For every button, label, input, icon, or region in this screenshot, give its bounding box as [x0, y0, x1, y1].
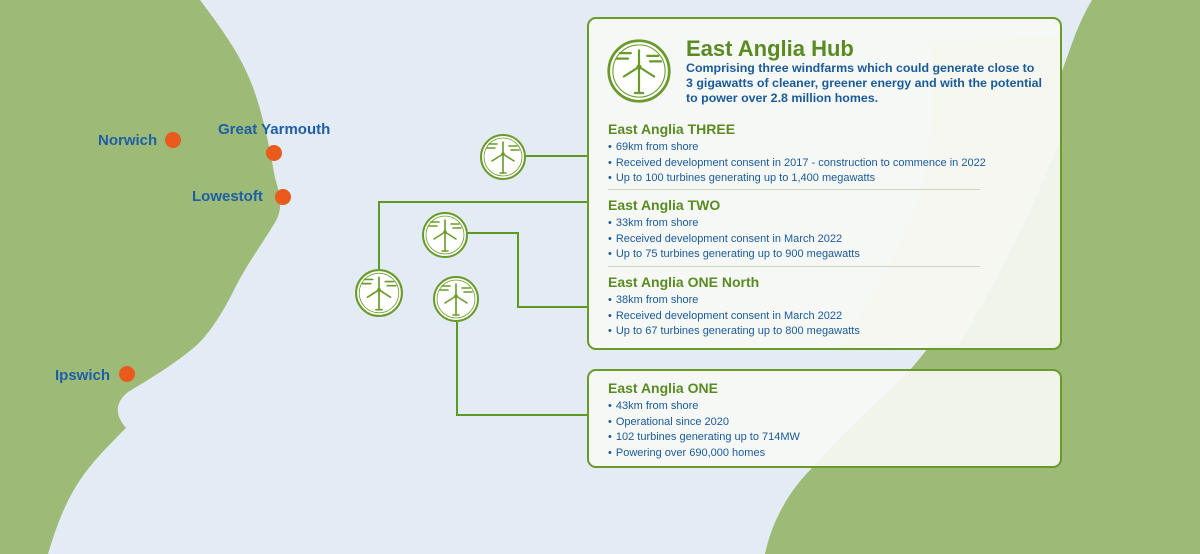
connector-one-h [456, 414, 588, 416]
farm-east-anglia-three: East Anglia THREE 69km from shore Receiv… [608, 121, 986, 187]
farm-title: East Anglia ONE North [608, 274, 760, 290]
place-label-lowestoft: Lowestoft [192, 188, 263, 205]
connector-one [456, 322, 458, 416]
farm-detail: 69km from shore [608, 140, 986, 156]
farm-detail: Received development consent in 2017 - c… [608, 156, 986, 172]
divider [608, 266, 980, 267]
farm-detail: Up to 67 turbines generating up to 800 m… [608, 324, 860, 340]
turbine-marker-three-icon [479, 133, 527, 181]
farm-east-anglia-one-north: East Anglia ONE North 38km from shore Re… [608, 274, 860, 340]
east-anglia-land [0, 0, 281, 554]
turbine-marker-one-north-icon [354, 268, 404, 318]
wind-turbine-icon [606, 38, 672, 104]
farm-detail: Received development consent in March 20… [608, 309, 860, 325]
town-dot-great-yarmouth [266, 145, 282, 161]
connector-one-north [467, 232, 519, 234]
farm-detail: 38km from shore [608, 293, 860, 309]
farm-detail: 102 turbines generating up to 714MW [608, 430, 800, 446]
farm-title: East Anglia ONE [608, 380, 718, 396]
connector-two [378, 201, 588, 203]
farm-detail: Powering over 690,000 homes [608, 446, 800, 462]
turbine-marker-one-icon [432, 275, 480, 323]
hub-title: East Anglia Hub [686, 36, 854, 61]
farm-east-anglia-one: East Anglia ONE 43km from shore Operatio… [608, 380, 800, 461]
farm-detail: 33km from shore [608, 216, 860, 232]
farm-detail: Operational since 2020 [608, 415, 800, 431]
place-label-norwich: Norwich [98, 132, 158, 149]
divider [608, 189, 980, 190]
farm-detail: Received development consent in March 20… [608, 232, 860, 248]
hub-description: Comprising three windfarms which could g… [686, 61, 1042, 105]
connector-three [526, 155, 588, 157]
connector-two-vertical [378, 201, 380, 271]
town-dot-lowestoft [275, 189, 291, 205]
place-label-great-yarmouth: Great Yarmouth [218, 121, 331, 138]
connector-one-north-h2 [517, 306, 588, 308]
town-dot-norwich [165, 132, 181, 148]
place-label-ipswich: Ipswich [55, 367, 111, 384]
farm-title: East Anglia THREE [608, 121, 736, 137]
turbine-marker-two-icon [421, 211, 469, 259]
farm-detail: Up to 100 turbines generating up to 1,40… [608, 171, 986, 187]
farm-title: East Anglia TWO [608, 197, 721, 213]
connector-one-north-vertical [517, 232, 519, 308]
farm-detail: Up to 75 turbines generating up to 900 m… [608, 247, 860, 263]
farm-detail: 43km from shore [608, 399, 800, 415]
farm-east-anglia-two: East Anglia TWO 33km from shore Received… [608, 197, 860, 263]
town-dot-ipswich [119, 366, 135, 382]
